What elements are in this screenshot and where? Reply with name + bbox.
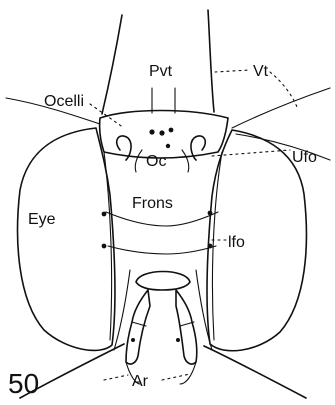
ocellar-bristle-inner-left	[135, 150, 142, 172]
ocellus-left	[149, 129, 154, 134]
figure-number: 50	[8, 368, 39, 399]
vertical-bristle-right-upper	[232, 88, 330, 128]
vertex-outline-left	[102, 15, 122, 114]
label-frons: Frons	[132, 195, 173, 212]
leader-ar-right	[162, 374, 190, 380]
inferior-orbital-bristle-right-1	[208, 211, 213, 216]
antenna-right	[176, 290, 197, 364]
ocellar-bristle-inner-right	[182, 150, 189, 172]
frontal-orbital-row-left	[106, 212, 166, 226]
label-lfo: lfo	[228, 234, 245, 251]
label-vt: Vt	[253, 63, 269, 80]
label-ufo: Ufo	[292, 149, 317, 166]
ocellus-center	[159, 130, 164, 135]
compound-eye-left	[18, 128, 116, 350]
leader-ar-left	[104, 375, 128, 380]
leader-vt-to-bristles	[270, 72, 298, 110]
inferior-orbital-bristle-left-2	[102, 244, 107, 249]
ocellus-lower	[166, 144, 170, 148]
leader-vt	[215, 70, 250, 72]
inferior-orbital-bristle-right-2	[208, 244, 213, 249]
antenna-left	[126, 290, 150, 364]
frons-lower-line-left	[108, 246, 166, 254]
gena-right	[204, 346, 306, 398]
vertex-outline-right	[208, 10, 214, 112]
label-oc: Oc	[146, 153, 166, 170]
label-eye: Eye	[28, 211, 56, 228]
ocellar-bristle-right	[191, 136, 205, 160]
inferior-orbital-bristle-left-1	[102, 212, 107, 217]
label-pvt: Pvt	[149, 63, 173, 80]
ocellus-right	[169, 128, 174, 133]
antenna-tip-right	[180, 362, 196, 384]
label-ar: Ar	[132, 373, 149, 390]
arista-base-left	[131, 338, 135, 342]
arista-base-right	[176, 338, 180, 342]
lunule	[136, 272, 190, 291]
label-ocelli: Ocelli	[44, 93, 84, 110]
